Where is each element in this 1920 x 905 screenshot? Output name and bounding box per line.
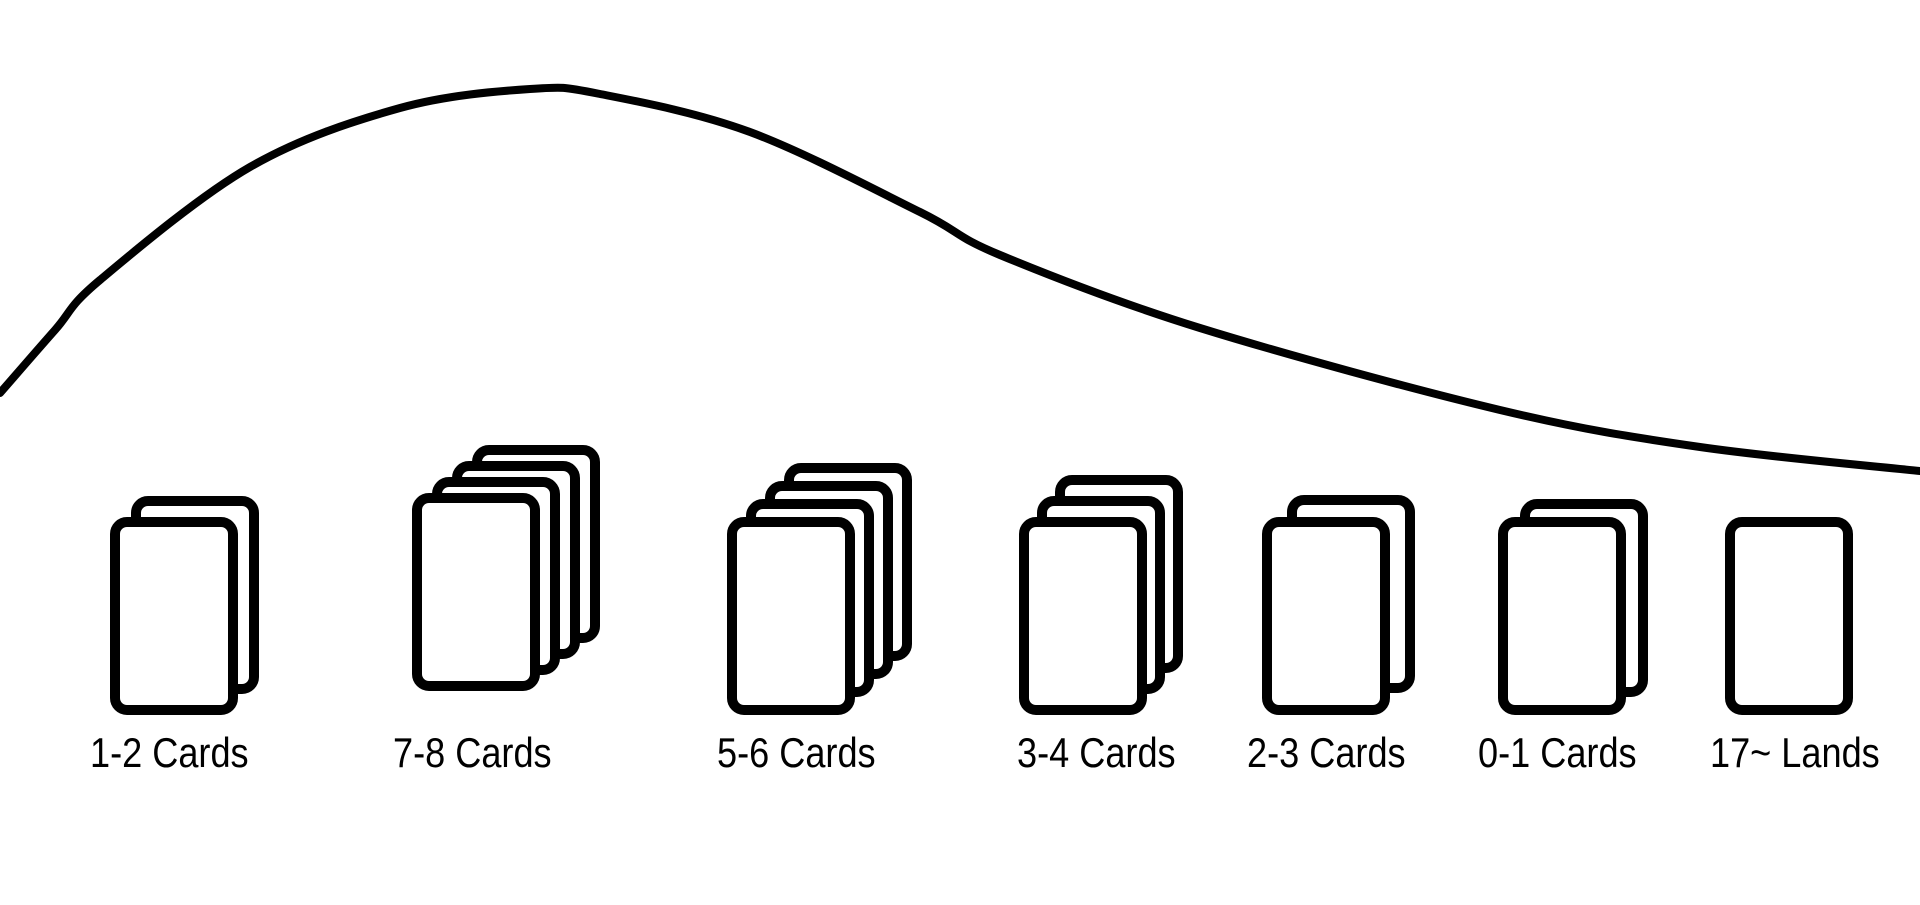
card-icon bbox=[1498, 517, 1626, 715]
card-icon bbox=[412, 493, 540, 691]
group-label-17-lands: 17~ Lands bbox=[1710, 729, 1880, 776]
card-stacks bbox=[110, 445, 1853, 715]
card-icon bbox=[110, 517, 238, 715]
card-icon bbox=[1019, 517, 1147, 715]
card-icon bbox=[1262, 517, 1390, 715]
card-stack-icon bbox=[727, 463, 912, 715]
card-stack-icon bbox=[1019, 475, 1183, 715]
distribution-curve bbox=[0, 83, 1920, 475]
card-stack-icon bbox=[110, 496, 259, 715]
card-icon bbox=[727, 517, 855, 715]
group-label-3-4-cards: 3-4 Cards bbox=[1017, 729, 1176, 776]
group-label-7-8-cards: 7-8 Cards bbox=[393, 729, 552, 776]
card-icon bbox=[1725, 517, 1853, 715]
group-label-0-1-cards: 0-1 Cards bbox=[1478, 729, 1637, 776]
group-label-2-3-cards: 2-3 Cards bbox=[1247, 729, 1406, 776]
group-label-5-6-cards: 5-6 Cards bbox=[717, 729, 876, 776]
card-stack-icon bbox=[1498, 499, 1648, 715]
group-label-1-2-cards: 1-2 Cards bbox=[90, 729, 249, 776]
card-stack-icon bbox=[1262, 495, 1415, 715]
card-stack-icon bbox=[412, 445, 600, 691]
card-icon bbox=[1725, 517, 1853, 715]
